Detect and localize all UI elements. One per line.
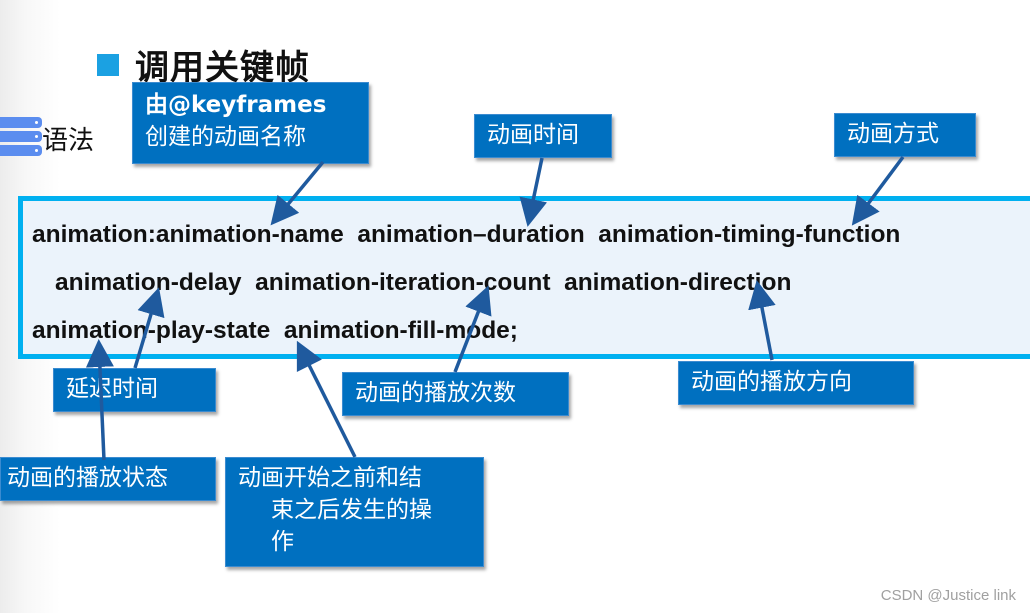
callout-name-line1: 由@keyframes: [145, 92, 327, 118]
code-line-2: animation-delay animation-iteration-coun…: [55, 269, 792, 296]
callout-play-state: 动画的播放状态: [0, 457, 216, 501]
code-line-3: animation-play-state animation-fill-mode…: [32, 317, 518, 344]
title-bullet-icon: [97, 53, 119, 76]
callout-timing-function: 动画方式: [834, 113, 976, 157]
callout-delay: 延迟时间: [53, 368, 216, 412]
callout-animation-name: 由@keyframes 创建的动画名称: [132, 82, 369, 164]
callout-direction: 动画的播放方向: [678, 361, 914, 405]
title-row: 调用关键帧: [97, 40, 310, 89]
list-bar: [0, 145, 42, 156]
callout-fill-line1: 动画开始之前和结: [238, 465, 422, 491]
code-line-1: animation:animation-name animation–durat…: [32, 221, 901, 248]
watermark: CSDN @Justice link: [880, 587, 1016, 604]
callout-fill-line2: 束之后发生的操: [271, 497, 432, 523]
slide-title: 调用关键帧: [135, 48, 310, 88]
list-bar: [0, 117, 42, 128]
syntax-list-icon: [0, 117, 42, 157]
callout-fill-line3: 作: [271, 529, 294, 555]
list-bar: [0, 131, 42, 142]
callout-fill-mode: 动画开始之前和结 束之后发生的操 作: [225, 457, 484, 567]
syntax-label: 语法: [42, 126, 95, 156]
callout-name-line2: 创建的动画名称: [145, 124, 306, 150]
callout-iteration-count: 动画的播放次数: [342, 372, 569, 416]
callout-duration: 动画时间: [474, 114, 612, 158]
